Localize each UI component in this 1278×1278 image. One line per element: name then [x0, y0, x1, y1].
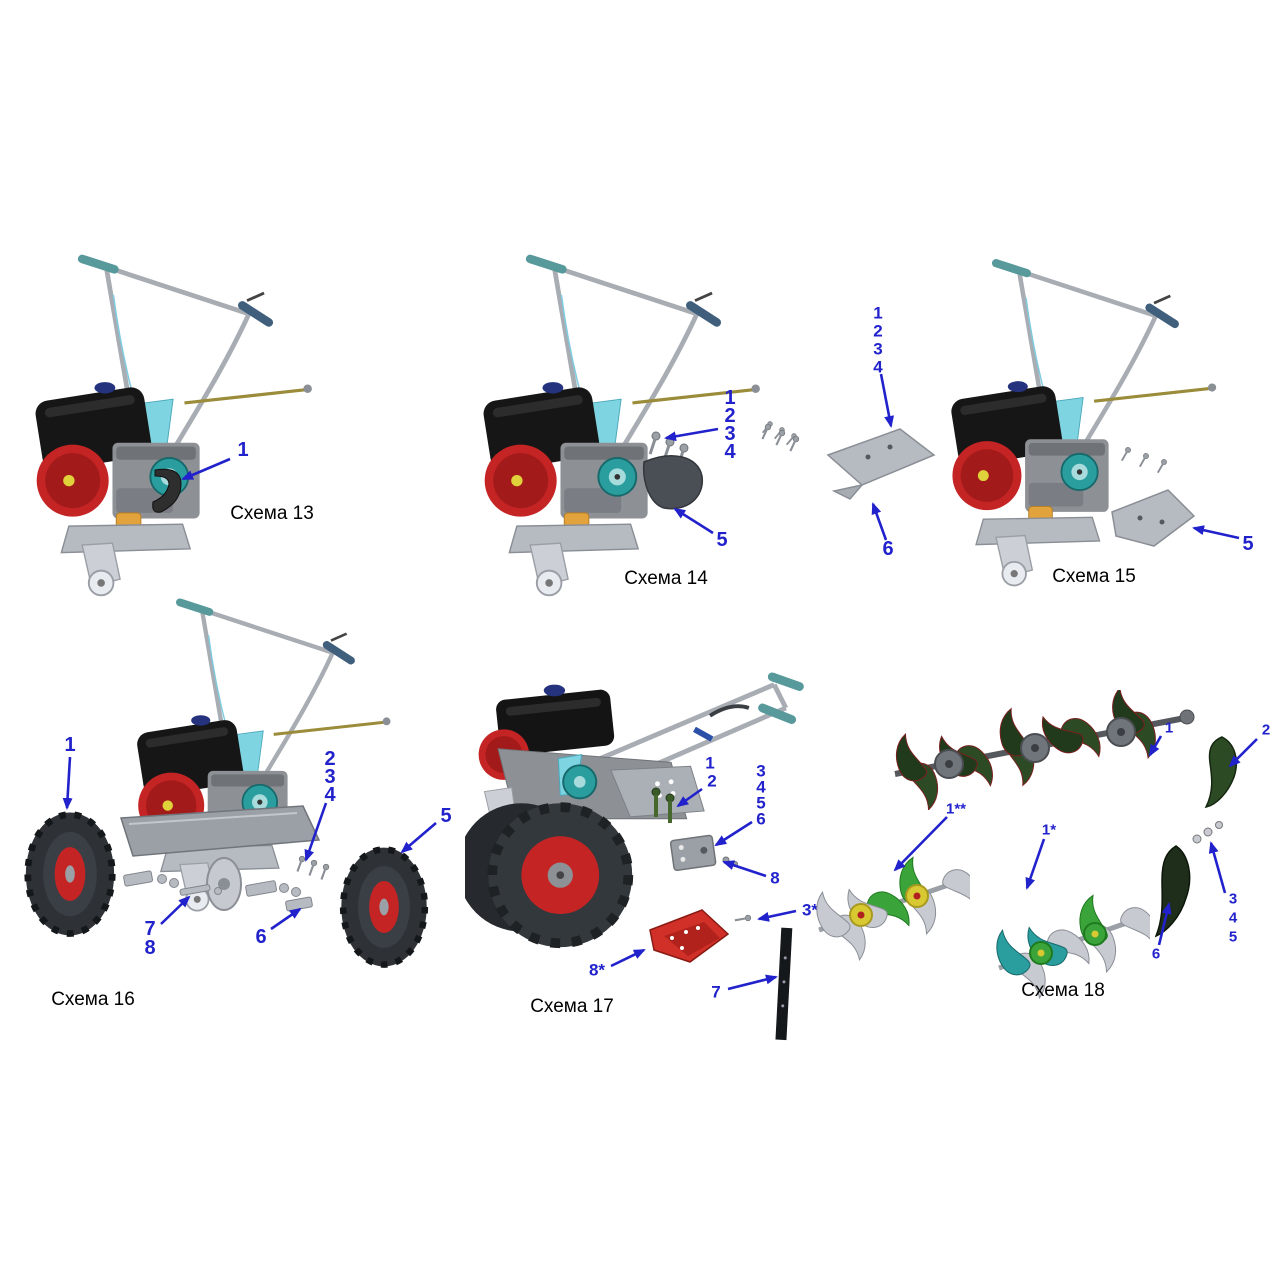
scheme-14-callout-3: 3 — [724, 423, 736, 445]
scheme-14-parts — [642, 420, 798, 510]
scheme-17-callout-8: 8 — [770, 868, 780, 888]
scheme-18-callout-3: 3 — [1228, 890, 1238, 908]
scheme-15-callout-6: 6 — [882, 538, 894, 560]
scheme-16-callout-2: 2 — [324, 748, 336, 770]
scheme-17-callout-2: 2 — [707, 771, 717, 791]
scheme-16-callout-6: 6 — [255, 926, 267, 948]
red-guard-part — [649, 909, 730, 963]
scheme-17-callout-7: 7 — [711, 982, 721, 1002]
scheme-14-callout-2: 2 — [724, 405, 736, 427]
scheme-15-label: Схема 15 — [1052, 566, 1136, 587]
scheme-18-callout-4: 4 — [1228, 909, 1238, 927]
scheme-16-label: Схема 16 — [51, 989, 135, 1010]
scheme-18-callout-1: 1 — [1164, 719, 1174, 737]
hitch-bracket-part — [669, 834, 717, 871]
scheme-15-callout-1: 1 — [873, 303, 883, 323]
scheme-13-callout-1: 1 — [237, 439, 249, 461]
scheme-17-callout-4: 4 — [756, 777, 766, 797]
scheme-18-callout-5: 5 — [1228, 928, 1238, 946]
mount-bracket-flap — [831, 483, 865, 500]
scheme-17-blade-strip-part — [775, 927, 793, 1041]
scheme-14-label: Схема 14 — [624, 568, 708, 589]
scheme-15-callout-3: 3 — [873, 339, 883, 359]
scheme-17-label: Схема 17 — [530, 996, 614, 1017]
scheme-17-callout-3: 3 — [756, 761, 766, 781]
scheme-17-callout-5: 5 — [756, 793, 766, 813]
scheme-18-callout-2: 2 — [1261, 721, 1271, 739]
scheme-18-tiller-right — [985, 894, 1150, 999]
scheme-13-rubber-part — [152, 468, 182, 513]
scheme-17-callout-1: 1 — [705, 753, 715, 773]
scheme-18-label: Схема 18 — [1021, 980, 1105, 1001]
belt-guard-part — [642, 455, 703, 510]
scheme-16-axle-hardware — [123, 855, 330, 912]
scheme-14-callout-5: 5 — [716, 529, 728, 551]
scheme-14-callout-4: 4 — [724, 441, 736, 463]
pin-bolts — [651, 787, 675, 823]
scheme-16-callout-7: 7 — [144, 918, 156, 940]
scheme-16-callout-3: 3 — [324, 766, 336, 788]
scheme-18-callout-1star: 1* — [1041, 821, 1057, 839]
scheme-17-parts — [649, 787, 752, 963]
scheme-16-callout-5: 5 — [440, 805, 452, 827]
scheme-14-callout-1: 1 — [724, 387, 736, 409]
scheme-18-dark-blade-part — [1154, 845, 1191, 938]
scheme-18-washers — [1192, 821, 1223, 844]
scheme-16-callout-8: 8 — [144, 937, 156, 959]
scheme-17-callout-3star: 3* — [801, 900, 819, 920]
scheme-18-tiller-assembly — [885, 690, 1195, 810]
scheme-15-callout-5: 5 — [1242, 533, 1254, 555]
scheme-18-tiller-left — [805, 856, 970, 961]
scheme-17-callout-6: 6 — [756, 809, 766, 829]
scheme-18-callout-6: 6 — [1151, 945, 1161, 963]
scheme-18-callout-1doublestar: 1** — [945, 800, 967, 818]
scheme-15-guard-parts — [1111, 446, 1196, 547]
scheme-15-callout-4: 4 — [873, 357, 883, 377]
scheme-13-label: Схема 13 — [230, 503, 314, 524]
scheme-15-callout-2: 2 — [873, 321, 883, 341]
scheme-16-callout-1: 1 — [64, 734, 76, 756]
scheme-16-gearbox — [206, 857, 242, 911]
scheme-16-callout-4: 4 — [324, 784, 336, 806]
scheme-18-single-blade-part — [1204, 736, 1238, 809]
scheme-15-bracket-parts — [759, 422, 936, 500]
guard-plate-part — [1111, 489, 1196, 547]
scheme-17-callout-8star: 8* — [588, 960, 606, 980]
mount-bracket-part — [826, 428, 936, 486]
